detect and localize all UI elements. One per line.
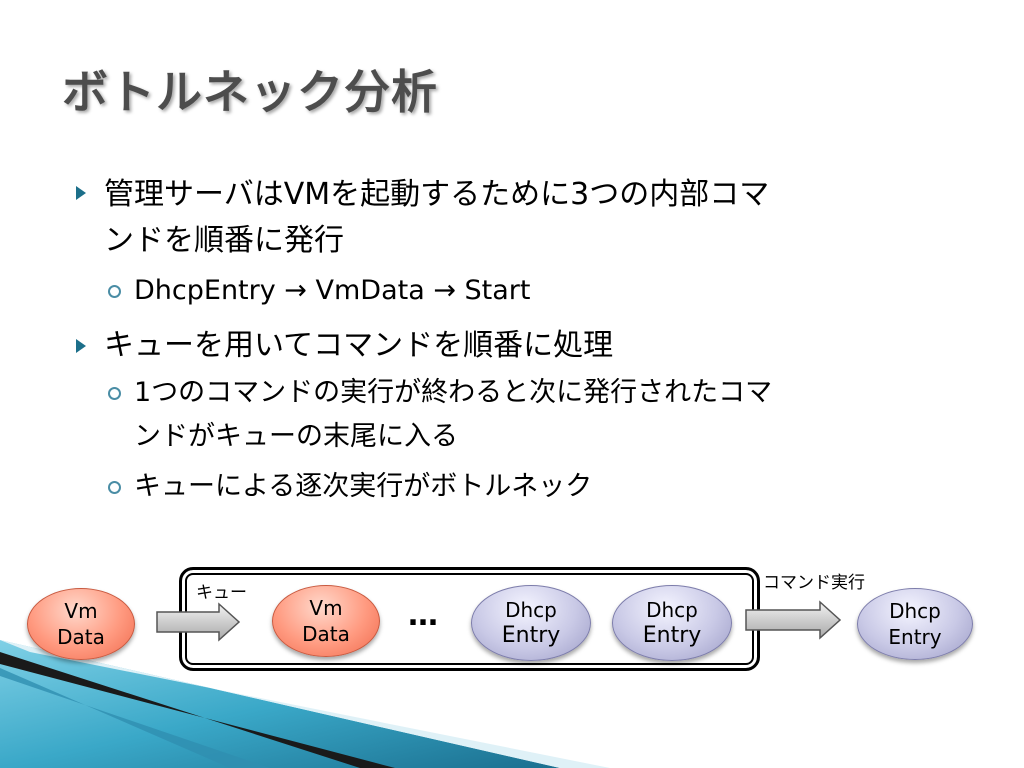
- bullet-arrow-icon: [76, 339, 86, 353]
- exec-label: コマンド実行: [763, 573, 865, 593]
- node-line-1: Dhcp: [646, 598, 698, 622]
- bullet-1-line-1: 管理サーバはVMを起動するために3つの内部コマ: [104, 177, 770, 212]
- queue-item-node: Dhcp Entry: [471, 585, 591, 661]
- bullet-2-line-1: キューを用いてコマンドを順番に処理: [104, 328, 614, 363]
- ellipsis: …: [408, 598, 440, 633]
- bullet-arrow-icon: [76, 186, 86, 200]
- node-line-1: Dhcp: [889, 599, 941, 623]
- node-line-1: Vm: [309, 596, 343, 620]
- node-line-2: Entry: [888, 625, 942, 649]
- sub-bullet-2-1-line-1: 1つのコマンドの実行が終わると次に発行されたコマ: [134, 377, 773, 408]
- node-line-1: Vm: [64, 599, 98, 623]
- queue-label: キュー: [196, 583, 247, 603]
- node-line-2: Entry: [642, 623, 702, 648]
- executing-command-node: Dhcp Entry: [857, 588, 973, 660]
- node-line-2: Data: [302, 622, 350, 646]
- bullet-1-line-2: ンドを順番に発行: [104, 223, 344, 258]
- sub-bullet-circle-icon: [108, 481, 121, 494]
- node-line-1: Dhcp: [505, 598, 557, 622]
- sub-bullet-circle-icon: [108, 387, 121, 400]
- slide-title: ボトルネック分析: [62, 65, 438, 119]
- sub-bullet-1-1: DhcpEntry → VmData → Start: [134, 275, 531, 306]
- execute-arrow-icon: [745, 600, 842, 640]
- queue-item-node: Dhcp Entry: [612, 585, 732, 661]
- node-line-2: Entry: [501, 623, 561, 648]
- queue-item-node: Vm Data: [272, 585, 380, 657]
- sub-bullet-circle-icon: [108, 285, 121, 298]
- enqueue-arrow-icon: [156, 602, 241, 642]
- sub-bullet-2-1-line-2: ンドがキューの末尾に入る: [134, 421, 458, 452]
- sub-bullet-2-2: キューによる逐次実行がボトルネック: [134, 471, 593, 502]
- incoming-command-node: Vm Data: [27, 588, 135, 660]
- node-line-2: Data: [57, 625, 105, 649]
